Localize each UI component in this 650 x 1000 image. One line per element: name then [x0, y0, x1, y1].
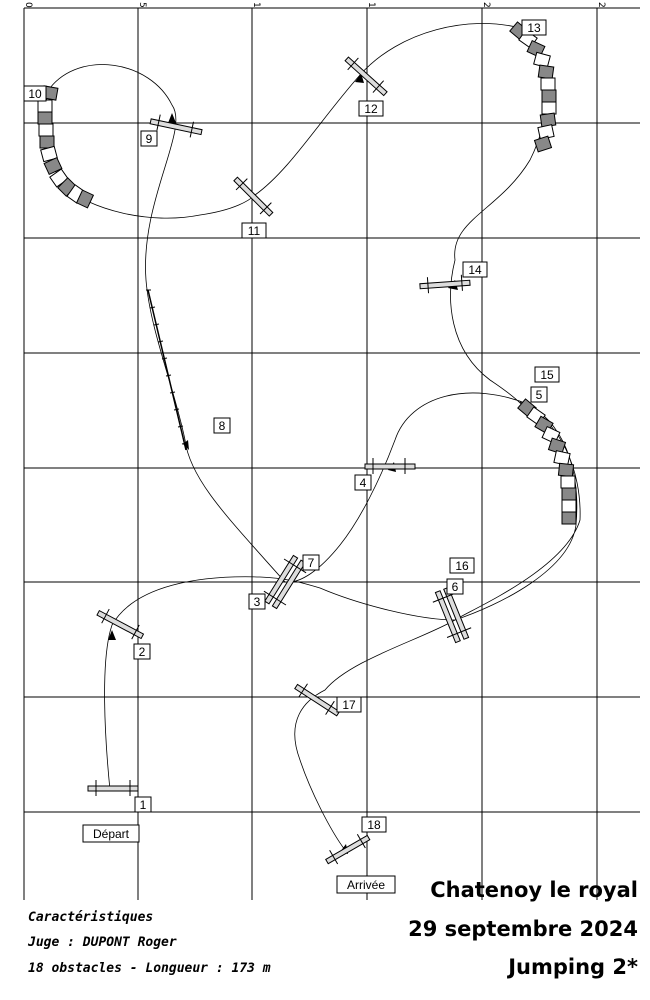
- fence-4: [364, 458, 416, 474]
- label-14: 14: [468, 263, 482, 277]
- fence-14: [419, 274, 471, 294]
- fence-1: [87, 780, 139, 796]
- grid: [23, 7, 640, 900]
- label-18: 18: [367, 818, 381, 832]
- title-date: 29 septembre 2024: [408, 917, 638, 941]
- fence-18: [325, 833, 371, 865]
- label-finish: Arrivée: [347, 878, 385, 892]
- label-11: 11: [248, 224, 261, 238]
- label-12: 12: [364, 102, 378, 116]
- ruler-label-5: 2: [596, 2, 606, 8]
- fence-2: [96, 608, 145, 640]
- fence-12: [344, 56, 388, 97]
- label-16: 16: [455, 559, 469, 573]
- fence-11: [233, 176, 274, 217]
- info-summary: 18 obstacles - Longueur : 173 m: [28, 961, 271, 976]
- wall-5-15: [517, 398, 577, 525]
- label-13: 13: [527, 21, 541, 35]
- label-3: 3: [254, 595, 261, 609]
- label-8: 8: [219, 419, 226, 433]
- fence-9: [149, 114, 203, 138]
- label-7: 7: [308, 556, 315, 570]
- label-2: 2: [139, 645, 146, 659]
- label-15: 15: [540, 368, 554, 382]
- label-17: 17: [342, 698, 356, 712]
- wall-13: [509, 21, 557, 153]
- course-path: [43, 23, 581, 851]
- fence-6-16: [432, 586, 472, 644]
- title-event: Jumping 2*: [508, 955, 638, 979]
- info-judge: Juge : DUPONT Roger: [28, 935, 177, 950]
- wall-10: [37, 85, 95, 209]
- ruler-label-3: 1: [366, 2, 376, 8]
- info-heading: Caractéristiques: [28, 910, 154, 925]
- fence-17: [294, 683, 341, 717]
- label-6: 6: [452, 580, 459, 594]
- fence-3-7: [263, 554, 307, 610]
- obstacle-labels: [23, 19, 560, 894]
- title-place: Chatenoy le royal: [430, 878, 638, 902]
- ruler: 0 5 1 1 2 2: [23, 2, 606, 8]
- label-start: Départ: [93, 827, 130, 841]
- obstacle-8: [146, 289, 188, 451]
- ruler-label-2: 1: [251, 2, 261, 8]
- ruler-label-0: 0: [23, 2, 33, 8]
- label-9: 9: [146, 132, 153, 146]
- label-4: 4: [360, 476, 367, 490]
- label-1: 1: [140, 798, 147, 812]
- ruler-label-1: 5: [137, 2, 147, 8]
- label-5: 5: [536, 388, 543, 402]
- obstacle-label-texts: 1 2 3 4 5 6 7 8 9 10 11 12 13 14 15 16 1…: [28, 21, 554, 892]
- fences: [87, 56, 472, 865]
- label-10: 10: [28, 87, 42, 101]
- ruler-label-4: 2: [481, 2, 491, 8]
